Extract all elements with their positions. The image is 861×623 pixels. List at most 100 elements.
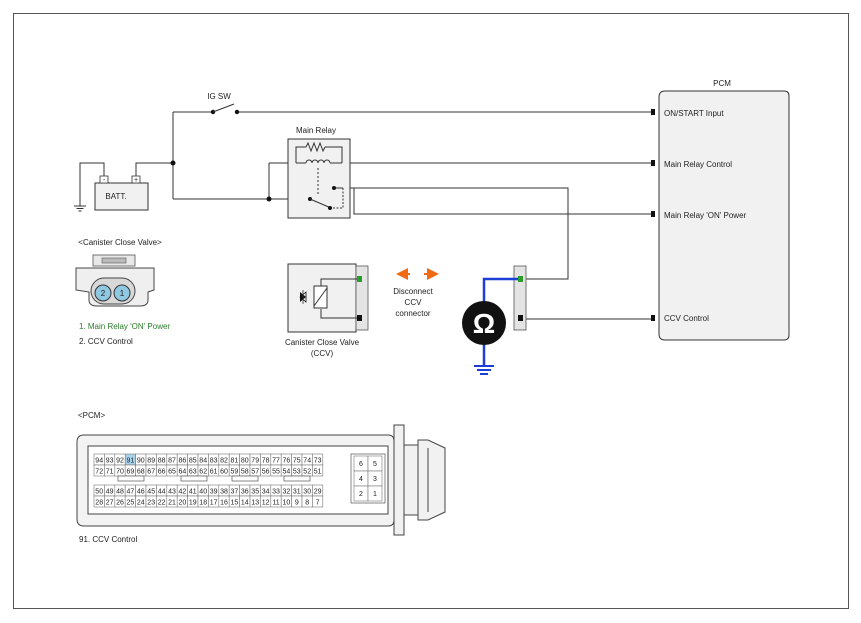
pcm-pin-number: 9 — [295, 499, 299, 506]
pcm-pin-number: 12 — [262, 499, 270, 506]
pcm-pin-number: 14 — [241, 499, 249, 506]
pcm-pin-number: 42 — [179, 488, 187, 495]
pcm-pin-number: 50 — [95, 488, 103, 495]
pcm-pin-number: 49 — [106, 488, 114, 495]
pcm-pin-number: 59 — [231, 468, 239, 475]
test-connector — [513, 265, 527, 331]
pcm-pin-number: 26 — [116, 499, 124, 506]
pcm-small-pin-number: 6 — [359, 461, 363, 468]
pcm-pin-number: 43 — [168, 488, 176, 495]
ccv-connector-title: <Canister Close Valve> — [78, 238, 162, 247]
pcm-pin-cell — [312, 464, 324, 477]
pcm-pin-number: 44 — [158, 488, 166, 495]
pcm-pin-number: 22 — [158, 499, 166, 506]
pcm-pin-2 — [651, 160, 655, 166]
pcm-pin-number: 86 — [179, 457, 187, 464]
wires — [79, 111, 651, 320]
pcm-pin-number: 32 — [283, 488, 291, 495]
pcm-pin-number: 31 — [293, 488, 301, 495]
pcm-pin-number: 89 — [147, 457, 155, 464]
ccv-name-line2: (CCV) — [311, 349, 334, 358]
pcm-connector-caption: 91. CCV Control — [79, 535, 137, 544]
pcm-pin-number: 16 — [220, 499, 228, 506]
pcm-connector-title: <PCM> — [78, 411, 105, 420]
pcm-pin-number: 25 — [127, 499, 135, 506]
pcm-pin-number: 34 — [262, 488, 270, 495]
ccv-connector-view: <Canister Close Valve> 2 1 1. Main Relay… — [75, 238, 170, 346]
pcm-pin-number: 53 — [293, 468, 301, 475]
pcm-pin-number: 65 — [168, 468, 176, 475]
ccv-pin-2-label: 2 — [101, 289, 106, 298]
pcm-pin-number: 29 — [314, 488, 322, 495]
pcm-pin-number: 46 — [137, 488, 145, 495]
pcm-pin-number: 10 — [283, 499, 291, 506]
pcm-pin-number: 67 — [147, 468, 155, 475]
pcm-pin-number: 58 — [241, 468, 249, 475]
pcm-small-pin-number: 1 — [373, 491, 377, 498]
pcm-small-pin-number: 5 — [373, 461, 377, 468]
pcm-pin-number: 17 — [210, 499, 218, 506]
pcm-key-tab — [180, 475, 208, 482]
pcm-pin-1 — [651, 109, 655, 115]
pcm-pin-number: 7 — [316, 499, 320, 506]
pcm-pin-number: 90 — [137, 457, 145, 464]
pcm-title: PCM — [713, 79, 731, 88]
pcm-small-pin-number: 2 — [359, 491, 363, 498]
pcm-pin-number: 73 — [314, 457, 322, 464]
pcm-key-tab — [231, 475, 259, 482]
ccv-pin-1 — [113, 284, 131, 302]
pcm-pin-number: 88 — [158, 457, 166, 464]
battery: - + BATT. — [74, 175, 149, 212]
ohm-symbol: Ω — [473, 308, 495, 339]
diagram-frame — [13, 13, 849, 609]
pcm-pin-label-ccv-control: CCV Control — [664, 314, 709, 323]
pcm-pin-number: 75 — [293, 457, 301, 464]
pcm-pin-number: 91 — [127, 457, 135, 464]
battery-label: BATT. — [105, 192, 126, 201]
ccv-component: Canister Close Valve (CCV) — [285, 263, 369, 358]
pcm-pin-number: 63 — [189, 468, 197, 475]
pcm-pin-number: 47 — [127, 488, 135, 495]
ccv-legend-2: 2. CCV Control — [79, 337, 133, 346]
pcm-pin-number: 36 — [241, 488, 249, 495]
pcm-pin-3 — [651, 211, 655, 217]
main-relay-label: Main Relay — [296, 126, 336, 135]
pcm-pin-number: 94 — [95, 457, 103, 464]
pcm-pin-number: 80 — [241, 457, 249, 464]
pcm-pin-number: 79 — [251, 457, 259, 464]
pcm-pin-number: 61 — [210, 468, 218, 475]
pcm-pin-label-main-relay-on-power: Main Relay 'ON' Power — [664, 211, 747, 220]
battery-pos: + — [134, 177, 138, 184]
pcm-pin-number: 69 — [127, 468, 135, 475]
pcm-pin-number: 27 — [106, 499, 114, 506]
pcm-small-pin-cell — [367, 485, 383, 502]
ccv-pin-2 — [94, 284, 112, 302]
pcm-pin-number: 87 — [168, 457, 176, 464]
pcm-pin-number: 48 — [116, 488, 124, 495]
ohmmeter: Ω — [462, 277, 518, 375]
pcm-small-pin-number: 4 — [359, 476, 363, 483]
pcm-pin-number: 64 — [179, 468, 187, 475]
pcm-pin-label-on-start: ON/START Input — [664, 109, 724, 118]
pcm-pin-number: 93 — [106, 457, 114, 464]
pcm-pin-number: 66 — [158, 468, 166, 475]
pcm-pin-number: 76 — [283, 457, 291, 464]
pcm-module: PCM ON/START Input Main Relay Control Ma… — [651, 79, 790, 341]
pcm-pin-number: 51 — [314, 468, 322, 475]
pcm-pin-number: 41 — [189, 488, 197, 495]
pcm-key-tab — [117, 475, 145, 482]
pcm-pin-number: 8 — [305, 499, 309, 506]
ohm-meter-icon — [462, 301, 506, 345]
pcm-pin-number: 15 — [231, 499, 239, 506]
pcm-pin-number: 57 — [251, 468, 259, 475]
pcm-small-pin-number: 3 — [373, 476, 377, 483]
pcm-pin-number: 56 — [262, 468, 270, 475]
pcm-pin-number: 70 — [116, 468, 124, 475]
disconnect-line3: connector — [395, 309, 430, 318]
pcm-pin-number: 54 — [283, 468, 291, 475]
pcm-pin-label-main-relay-control: Main Relay Control — [664, 160, 732, 169]
ig-sw-label: IG SW — [207, 92, 231, 101]
